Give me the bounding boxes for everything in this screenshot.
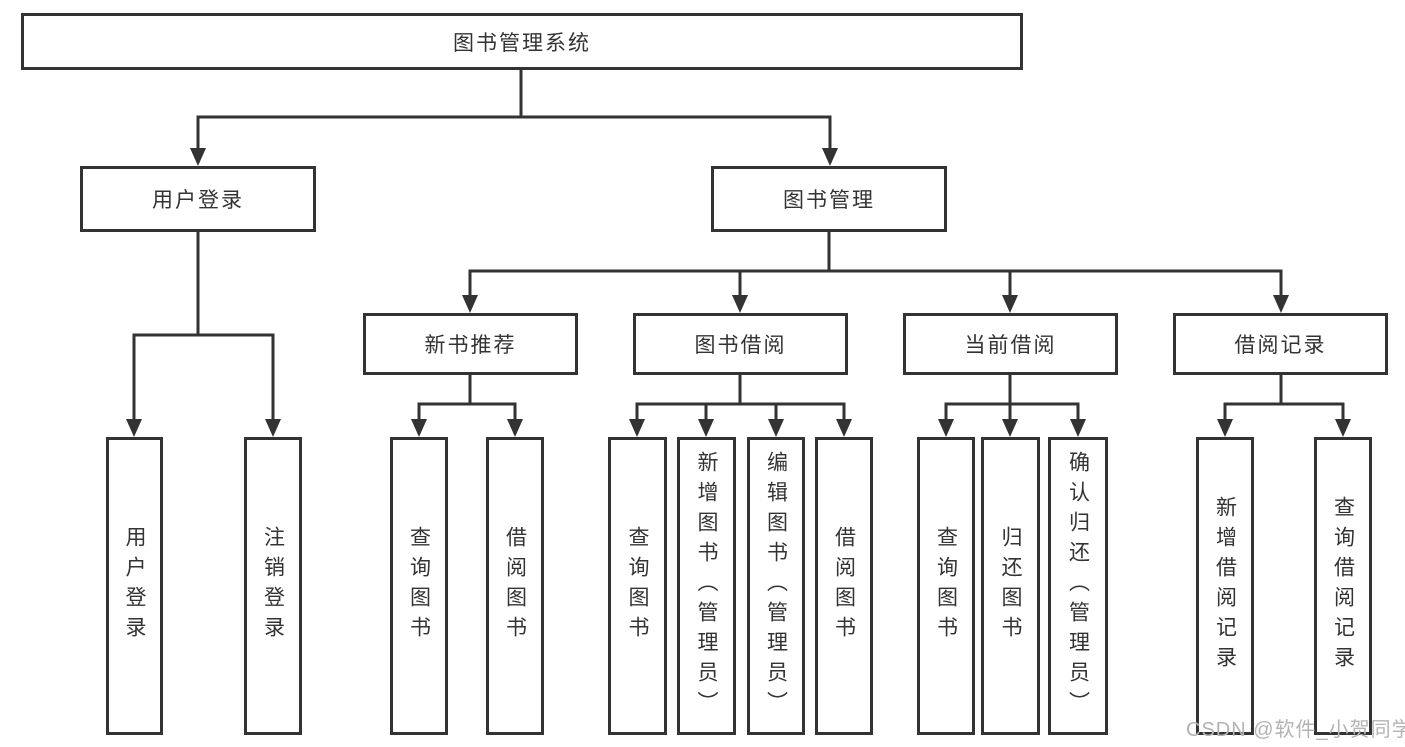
arrowhead bbox=[190, 148, 206, 166]
arrowhead bbox=[938, 419, 954, 437]
leaf-add-borrow-record: 新增借阅记录 bbox=[1196, 437, 1254, 735]
arrowhead bbox=[1273, 295, 1289, 313]
leaf-logout: 注销登录 bbox=[244, 437, 302, 735]
connector-new-book-split bbox=[417, 373, 517, 423]
leaf-query-borrow-record-label: 查询借阅记录 bbox=[1331, 496, 1355, 676]
leaf-borrow-books-label: 借阅图书 bbox=[832, 526, 856, 646]
leaf-borrow-books-recommend: 借阅图书 bbox=[486, 437, 544, 735]
leaf-add-books-admin-label: 新增图书（管理员） bbox=[695, 451, 719, 721]
leaf-confirm-return-admin: 确认归还（管理员） bbox=[1048, 437, 1108, 735]
leaf-query-borrow-record: 查询借阅记录 bbox=[1314, 437, 1372, 735]
leaf-return-books-label: 归还图书 bbox=[999, 526, 1023, 646]
arrowhead bbox=[265, 419, 281, 437]
node-new-book-recommend-label: 新书推荐 bbox=[424, 334, 517, 357]
leaf-edit-books-admin: 编辑图书（管理员） bbox=[747, 437, 805, 735]
leaf-confirm-return-admin-label: 确认归还（管理员） bbox=[1066, 451, 1090, 721]
leaf-borrow-books-recommend-label: 借阅图书 bbox=[503, 526, 527, 646]
arrowhead bbox=[1217, 419, 1233, 437]
leaf-user-login: 用户登录 bbox=[106, 437, 163, 735]
leaf-query-books-current: 查询图书 bbox=[917, 437, 975, 735]
node-book-management: 图书管理 bbox=[711, 166, 947, 232]
leaf-logout-label: 注销登录 bbox=[261, 526, 285, 646]
leaf-query-books-recommend: 查询图书 bbox=[390, 437, 448, 735]
arrowhead bbox=[698, 419, 714, 437]
leaf-edit-books-admin-label: 编辑图书（管理员） bbox=[764, 451, 788, 721]
node-book-borrow: 图书借阅 bbox=[633, 313, 848, 375]
leaf-query-books-borrow-label: 查询图书 bbox=[626, 526, 650, 646]
node-user-login-label: 用户登录 bbox=[152, 189, 244, 212]
watermark: CSDN @软件_小贺同学 bbox=[1186, 719, 1405, 741]
arrowhead bbox=[507, 419, 523, 437]
connector-current-borrow-split bbox=[944, 373, 1080, 423]
connector-user-login-split bbox=[132, 230, 275, 423]
leaf-borrow-books: 借阅图书 bbox=[815, 437, 873, 735]
arrowhead bbox=[1070, 419, 1086, 437]
node-book-borrow-label: 图书借阅 bbox=[694, 334, 787, 357]
connector-root-split bbox=[196, 68, 832, 152]
arrowhead bbox=[768, 419, 784, 437]
leaf-query-books-recommend-label: 查询图书 bbox=[407, 526, 431, 646]
node-book-management-label: 图书管理 bbox=[783, 189, 875, 212]
leaf-add-borrow-record-label: 新增借阅记录 bbox=[1213, 496, 1237, 676]
connector-book-borrow-split bbox=[635, 373, 846, 423]
arrowhead bbox=[732, 295, 748, 313]
node-borrow-records-label: 借阅记录 bbox=[1234, 334, 1327, 357]
leaf-query-books-borrow: 查询图书 bbox=[608, 437, 667, 735]
connector-book-mgmt-split bbox=[468, 230, 1283, 299]
arrowhead bbox=[462, 295, 478, 313]
arrowhead bbox=[126, 419, 142, 437]
node-current-borrow: 当前借阅 bbox=[903, 313, 1118, 375]
arrowhead bbox=[822, 148, 838, 166]
arrowhead bbox=[629, 419, 645, 437]
node-library-system: 图书管理系统 bbox=[21, 13, 1023, 70]
connector-borrow-record-split bbox=[1223, 373, 1345, 423]
arrowhead bbox=[411, 419, 427, 437]
node-current-borrow-label: 当前借阅 bbox=[964, 334, 1057, 357]
arrowhead bbox=[1002, 419, 1018, 437]
node-borrow-records: 借阅记录 bbox=[1173, 313, 1388, 375]
leaf-add-books-admin: 新增图书（管理员） bbox=[677, 437, 736, 735]
arrowhead bbox=[1335, 419, 1351, 437]
leaf-return-books: 归还图书 bbox=[981, 437, 1040, 735]
node-user-login: 用户登录 bbox=[80, 166, 316, 232]
arrowhead bbox=[1002, 295, 1018, 313]
arrowheads bbox=[126, 148, 1351, 437]
node-new-book-recommend: 新书推荐 bbox=[363, 313, 578, 375]
leaf-user-login-label: 用户登录 bbox=[123, 526, 147, 646]
node-library-system-label: 图书管理系统 bbox=[453, 31, 591, 55]
arrowhead bbox=[836, 419, 852, 437]
leaf-query-books-current-label: 查询图书 bbox=[934, 526, 958, 646]
